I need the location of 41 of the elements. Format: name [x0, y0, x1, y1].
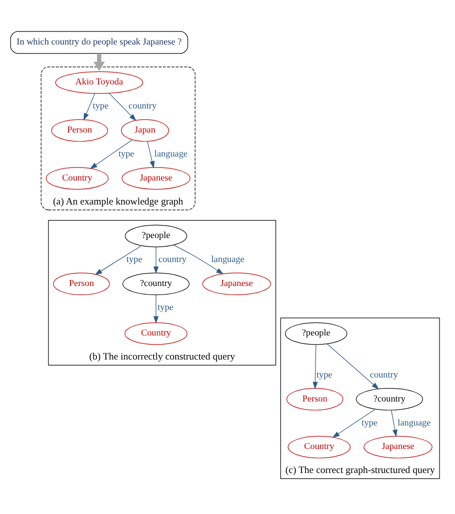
node-ellipse: ?country: [122, 272, 190, 295]
arrow: [147, 140, 155, 168]
node-ellipse: Akio Toyoda: [55, 70, 144, 94]
arrow: [108, 92, 136, 121]
edge-label: country: [158, 254, 186, 264]
edge-label: type: [92, 100, 109, 110]
edge-label: country: [128, 100, 157, 110]
edge-label: type: [118, 148, 134, 158]
node-ellipse: Country: [46, 166, 109, 190]
edge-label: type: [126, 254, 142, 264]
node-ellipse: Japanese: [122, 166, 190, 190]
edge-label: country: [370, 368, 398, 379]
arrow: [94, 244, 142, 274]
arrow: [84, 92, 96, 120]
edge-label: type: [362, 416, 378, 427]
arrow: [312, 344, 318, 389]
node-ellipse: Country: [288, 435, 351, 458]
node-ellipse: Person: [53, 272, 110, 295]
node-ellipse: Person: [51, 118, 108, 142]
arrow: [93, 52, 105, 70]
arrow: [90, 138, 133, 168]
node-ellipse: Country: [124, 322, 188, 344]
edge-label: language: [398, 416, 431, 427]
arrow: [153, 294, 159, 324]
node-ellipse: ?country: [356, 387, 423, 410]
edge-label: type: [316, 368, 332, 379]
node-box: In which country do people speak Japanese ?: [10, 30, 188, 54]
arrow: [153, 246, 159, 274]
arrow: [391, 409, 398, 437]
node-ellipse: Japanese: [202, 272, 272, 295]
arrow: [332, 408, 376, 438]
arrow: [173, 244, 224, 274]
node-ellipse: ?people: [285, 322, 348, 344]
edge-label: language: [211, 254, 244, 264]
edge-label: type: [158, 301, 174, 312]
node-ellipse: Person: [286, 387, 344, 410]
arrow: [326, 342, 380, 389]
node-ellipse: Japanese: [364, 435, 432, 458]
edge-label: language: [154, 148, 188, 158]
node-ellipse: ?people: [124, 224, 188, 247]
node-ellipse: Japan: [121, 118, 169, 142]
